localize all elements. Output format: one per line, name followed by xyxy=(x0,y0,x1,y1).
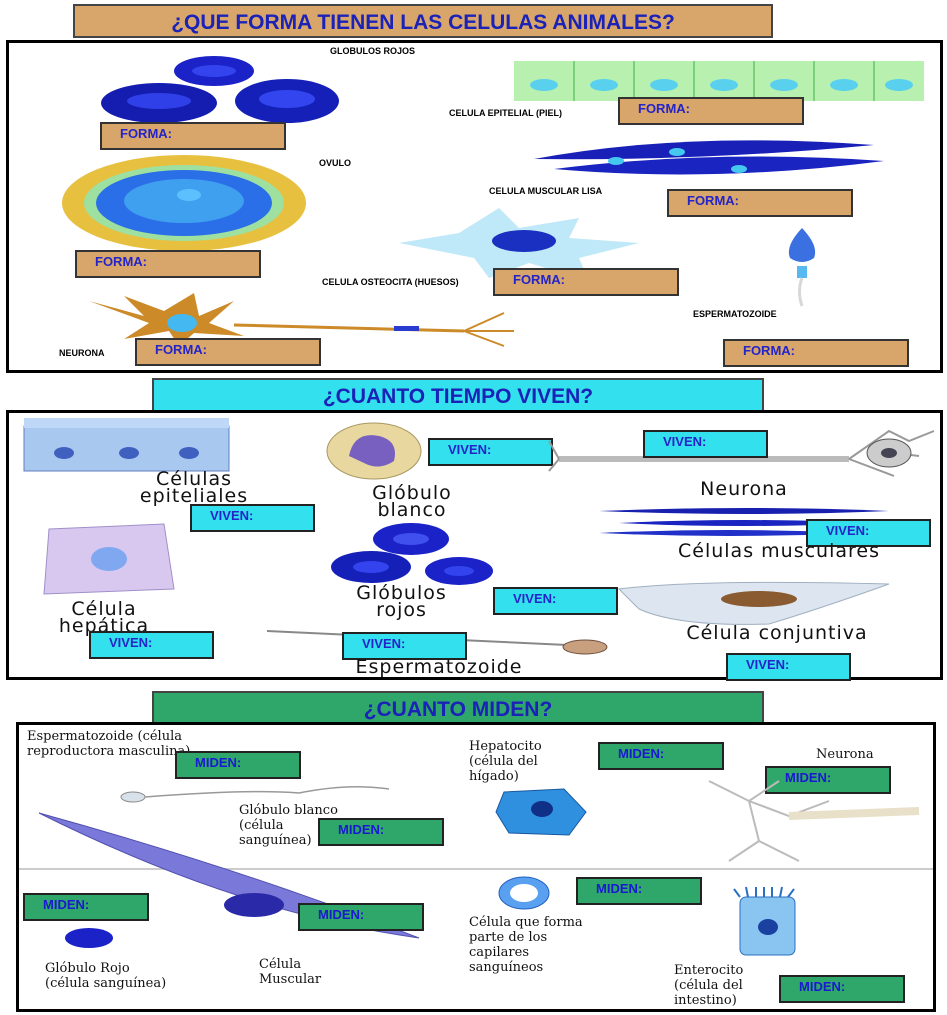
hepatocyte-image xyxy=(495,788,587,836)
label-capilares: Célula que forma parte de los capilares … xyxy=(469,915,583,975)
connective-cell-image xyxy=(617,581,890,625)
forma-box-espermatozoide[interactable]: FORMA: xyxy=(723,339,909,367)
neuron-image xyxy=(89,293,514,347)
label-espermatozoide-3: Espermatozoide (célula reproductora masc… xyxy=(27,729,191,759)
forma-box-ovulo[interactable]: FORMA: xyxy=(75,250,261,278)
label-epiteliales: Células epiteliales xyxy=(139,468,249,507)
miden-box-muscular[interactable]: MIDEN: xyxy=(298,903,424,931)
label-conjuntiva: Célula conjuntiva xyxy=(686,622,868,644)
forma-box-globulos-rojos[interactable]: FORMA: xyxy=(100,122,286,150)
label-neurona-3: Neurona xyxy=(816,747,874,762)
epithelial-cells-image-2 xyxy=(23,418,230,472)
label-muscular: Célula Muscular xyxy=(259,957,322,987)
forma-box-neurona[interactable]: FORMA: xyxy=(135,338,321,366)
epithelial-cells-image xyxy=(514,61,924,101)
viven-box-espermatozoide[interactable]: VIVEN: xyxy=(342,632,467,660)
miden-box-globulo-rojo[interactable]: MIDEN: xyxy=(23,893,149,921)
section1-title: ¿QUE FORMA TIENEN LAS CELULAS ANIMALES? xyxy=(73,4,773,38)
label-globulo-rojo: Glóbulo Rojo (célula sanguínea) xyxy=(45,961,167,991)
label-muscular-lisa: CELULA MUSCULAR LISA xyxy=(489,186,603,196)
forma-box-muscular-lisa[interactable]: FORMA: xyxy=(667,189,853,217)
label-osteocita: CELULA OSTEOCITA (HUESOS) xyxy=(322,277,459,287)
white-blood-cell-image xyxy=(326,422,422,480)
label-espermatozoide: ESPERMATOZOIDE xyxy=(693,309,777,319)
viven-box-globulos-rojos[interactable]: VIVEN: xyxy=(493,587,618,615)
forma-box-osteocita[interactable]: FORMA: xyxy=(493,268,679,296)
miden-box-capilares[interactable]: MIDEN: xyxy=(576,877,702,905)
enterocyte-image xyxy=(733,886,796,956)
viven-box-conjuntiva[interactable]: VIVEN: xyxy=(726,653,851,681)
miden-box-enterocito[interactable]: MIDEN: xyxy=(779,975,905,1003)
label-epitelial: CELULA EPITELIAL (PIEL) xyxy=(449,108,563,118)
section2-panel: Células epiteliales VIVEN: VIVEN: Glóbul… xyxy=(6,410,943,681)
viven-box-musculares[interactable]: VIVEN: xyxy=(806,519,931,547)
miden-box-hepatocito[interactable]: MIDEN: xyxy=(598,742,724,770)
miden-box-espermatozoide[interactable]: MIDEN: xyxy=(175,751,301,779)
label-globulo-blanco: Glóbulo blanco xyxy=(372,482,452,521)
liver-cell-image xyxy=(43,523,175,595)
viven-box-neurona[interactable]: VIVEN: xyxy=(643,430,768,458)
viven-box-hepatica[interactable]: VIVEN: xyxy=(89,631,214,659)
neuron-image-3 xyxy=(708,780,920,862)
label-musculares: Células musculares xyxy=(678,540,880,562)
label-enterocito: Enterocito (célula del intestino) xyxy=(674,963,744,1008)
sperm-image-3 xyxy=(120,786,390,803)
red-blood-cells-image xyxy=(101,56,339,123)
sperm-image xyxy=(788,228,816,307)
red-blood-cells-image-2 xyxy=(331,523,493,585)
capillary-cell-image xyxy=(498,876,550,910)
neuron-image-2 xyxy=(548,429,935,477)
label-globulos-rojos-2: Glóbulos rojos xyxy=(356,582,447,621)
forma-box-epitelial[interactable]: FORMA: xyxy=(618,97,804,125)
label-neurona: NEURONA xyxy=(59,348,105,358)
label-globulos-rojos: GLOBULOS ROJOS xyxy=(330,46,416,56)
section2-title: ¿CUANTO TIEMPO VIVEN? xyxy=(152,378,764,412)
viven-box-epiteliales[interactable]: VIVEN: xyxy=(190,504,315,532)
smooth-muscle-image xyxy=(534,140,884,175)
miden-box-globulo-blanco[interactable]: MIDEN: xyxy=(318,818,444,846)
viven-box-globulo-blanco[interactable]: VIVEN: xyxy=(428,438,553,466)
label-ovulo: OVULO xyxy=(319,158,352,168)
label-neurona-2: Neurona xyxy=(700,478,788,500)
label-hepatocito: Hepatocito (célula del hígado) xyxy=(469,739,542,784)
label-hepatica: Célula hepática xyxy=(58,598,150,637)
divider-line xyxy=(19,868,933,870)
section3-title: ¿CUANTO MIDEN? xyxy=(152,691,764,725)
miden-box-neurona[interactable]: MIDEN: xyxy=(765,766,891,794)
ovum-image xyxy=(62,155,306,251)
section3-panel: Espermatozoide (célula reproductora masc… xyxy=(16,722,936,1012)
section1-panel: GLOBULOS ROJOS CELULA EPITELIAL (PIEL) F… xyxy=(6,40,943,373)
label-espermatozoide-2: Espermatozoide xyxy=(355,656,523,678)
label-globulo-blanco-3: Glóbulo blanco (célula sanguínea) xyxy=(239,803,338,848)
osteocyte-image xyxy=(399,208,639,281)
red-blood-cell-image-3 xyxy=(65,928,113,948)
